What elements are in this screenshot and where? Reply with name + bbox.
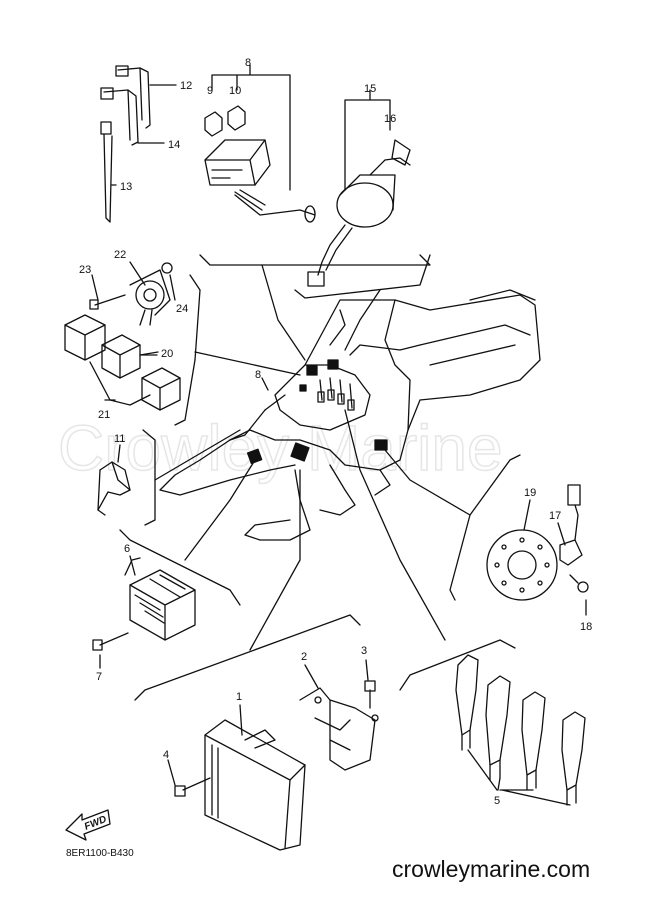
callout-8b: 8 <box>255 369 261 381</box>
callout-18: 18 <box>580 621 592 633</box>
cable-clamp-14 <box>100 87 139 146</box>
callout-9: 9 <box>207 85 213 97</box>
fuse-box-8 <box>204 139 316 223</box>
callout-24: 24 <box>176 303 188 315</box>
callout-19: 19 <box>524 487 536 499</box>
callout-6: 6 <box>124 543 130 555</box>
ignition-coil-5a <box>455 654 479 751</box>
callout-1: 1 <box>236 691 242 703</box>
cable-tie-13 <box>100 121 113 223</box>
engine-assembly <box>159 289 541 541</box>
callout-5: 5 <box>494 795 500 807</box>
callout-14: 14 <box>168 139 180 151</box>
rotor-plate-19 <box>486 529 558 601</box>
fwd-arrow-icon <box>65 809 111 841</box>
main-switch-15 <box>307 139 411 287</box>
bolt-23 <box>89 294 126 310</box>
callout-20: 20 <box>161 348 173 360</box>
callout-8: 8 <box>245 57 251 69</box>
horn-22 <box>129 269 171 326</box>
callout-3: 3 <box>361 645 367 657</box>
rectifier-regulator-6 <box>124 557 196 641</box>
relay-21a <box>64 314 106 361</box>
callout-13: 13 <box>120 181 132 193</box>
ignition-coil-5b <box>485 675 511 781</box>
bracket-11 <box>97 461 131 516</box>
pickup-coil-17 <box>559 484 583 566</box>
watermark: Crowley Marine <box>58 412 503 484</box>
relay-20 <box>101 334 141 379</box>
callout-11: 11 <box>114 433 125 445</box>
callout-16: 16 <box>384 113 396 125</box>
callout-2: 2 <box>301 651 307 663</box>
callout-12: 12 <box>180 80 192 92</box>
ecu-bracket-2 <box>299 687 379 771</box>
bolt-3 <box>364 680 376 709</box>
callout-23: 23 <box>79 264 91 276</box>
ignition-coil-5d <box>561 711 586 806</box>
fuse-9 <box>204 111 223 137</box>
bolt-7 <box>92 632 129 651</box>
callout-4: 4 <box>163 749 169 761</box>
callout-17: 17 <box>549 510 561 522</box>
fuse-10 <box>227 105 246 131</box>
callout-15: 15 <box>364 83 376 95</box>
relay-21b <box>141 367 181 411</box>
site-url: crowleymarine.com <box>392 856 591 882</box>
callout-10: 10 <box>229 85 241 97</box>
callout-21: 21 <box>98 409 110 421</box>
bolt-18 <box>569 574 589 593</box>
callout-22: 22 <box>114 249 126 261</box>
bolt-4 <box>174 777 211 797</box>
cable-clamp-12 <box>115 65 151 129</box>
nut-24 <box>161 262 173 274</box>
ignition-coil-5c <box>521 691 546 791</box>
callout-7: 7 <box>96 671 102 683</box>
ecu-1 <box>204 719 306 851</box>
part-code: 8ER1100-B430 <box>66 848 134 859</box>
